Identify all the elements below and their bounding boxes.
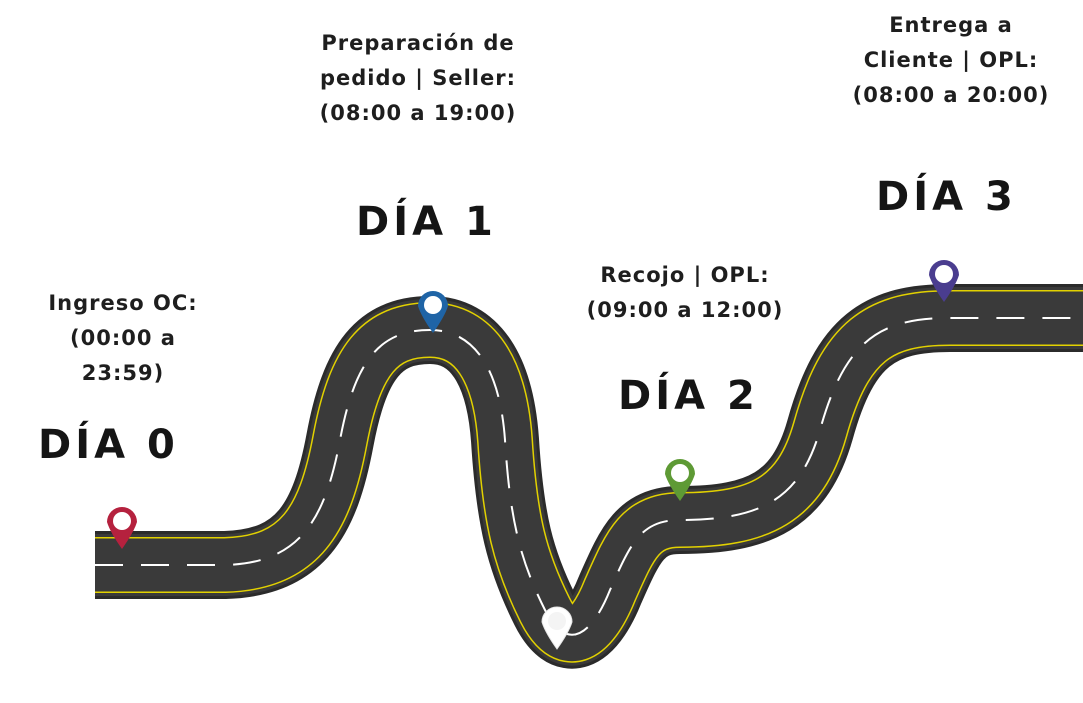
milestone-1-line-2: pedido | Seller: [319, 66, 517, 90]
milestone-2-line-1: Recojo | OPL: [600, 263, 770, 287]
pin-hole [935, 265, 953, 283]
milestone-1-line-1: Preparación de [321, 31, 515, 55]
milestone-0-description: Ingreso OC: (00:00 a 23:59) [12, 286, 234, 391]
milestone-1-line-3: (08:00 a 19:00) [319, 101, 517, 125]
milestone-0-line-3: 23:59) [81, 361, 165, 385]
milestone-2-line-2: (09:00 a 12:00) [586, 298, 784, 322]
milestone-0-line-2: (00:00 a [70, 326, 176, 350]
pin-hole [671, 464, 689, 482]
pin-hole [113, 512, 131, 530]
pin-transit[interactable] [541, 606, 573, 650]
milestone-3-line-3: (08:00 a 20:00) [852, 83, 1050, 107]
pin-hole [424, 296, 442, 314]
milestone-1-description: Preparación de pedido | Seller: (08:00 a… [290, 26, 546, 131]
milestone-3-description: Entrega a Cliente | OPL: (08:00 a 20:00) [826, 8, 1076, 113]
pin-dia-0[interactable] [107, 507, 137, 549]
milestone-0-line-1: Ingreso OC: [48, 291, 198, 315]
milestone-0-day: DÍA 0 [38, 422, 179, 468]
milestone-1-day: DÍA 1 [356, 199, 497, 245]
pin-dia-2[interactable] [665, 459, 695, 501]
milestone-3-line-2: Cliente | OPL: [863, 48, 1039, 72]
pin-dia-3[interactable] [929, 260, 959, 302]
milestone-3-day: DÍA 3 [876, 174, 1017, 220]
pin-hole [548, 612, 566, 630]
milestone-2-day: DÍA 2 [618, 373, 759, 419]
pin-dia-1[interactable] [418, 291, 448, 333]
milestone-3-line-1: Entrega a [889, 13, 1013, 37]
milestone-2-description: Recojo | OPL: (09:00 a 12:00) [562, 258, 808, 328]
